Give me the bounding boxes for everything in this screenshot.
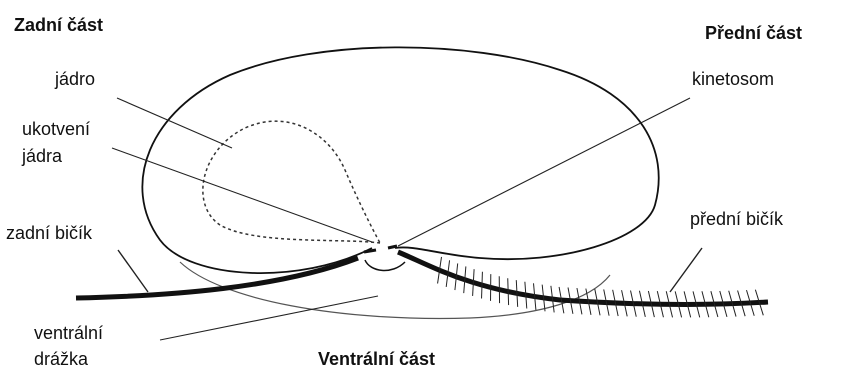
kinetosome-mark-1: [364, 250, 376, 252]
label-ventral-groove-2: drážka: [34, 348, 88, 370]
label-posterior-part: Zadní část: [14, 14, 103, 36]
kinetosome-mark-2: [388, 246, 397, 248]
ventral-bulge-outline: [180, 262, 610, 318]
groove-lip: [365, 260, 405, 270]
posterior-flagellum: [76, 258, 358, 298]
label-kinetosome: kinetosom: [692, 68, 774, 90]
label-anterior-part: Přední část: [705, 22, 802, 44]
label-nucleus-anchor-2: jádra: [22, 145, 62, 167]
label-ventral-part: Ventrální část: [318, 348, 435, 370]
nucleus-outline: [203, 121, 380, 243]
label-anterior-flagellum: přední bičík: [690, 208, 783, 230]
leader-kinetosome: [398, 98, 690, 246]
flagellar-hair: [516, 280, 517, 307]
flagellar-hair: [508, 278, 509, 305]
label-nucleus-anchor-1: ukotvení: [22, 118, 90, 140]
label-posterior-flagellum: zadní bičík: [6, 222, 92, 244]
leader-posterior-flagellum: [118, 250, 148, 292]
cell-body-outline: [142, 47, 658, 273]
label-ventral-groove-1: ventrální: [34, 322, 103, 344]
leader-anterior-flagellum: [670, 248, 702, 292]
flagellar-hair: [482, 272, 483, 299]
leader-nucleus-anchor: [112, 148, 372, 242]
label-nucleus: jádro: [55, 68, 95, 90]
leader-nucleus: [117, 98, 232, 148]
leader-ventral-groove: [160, 296, 378, 340]
